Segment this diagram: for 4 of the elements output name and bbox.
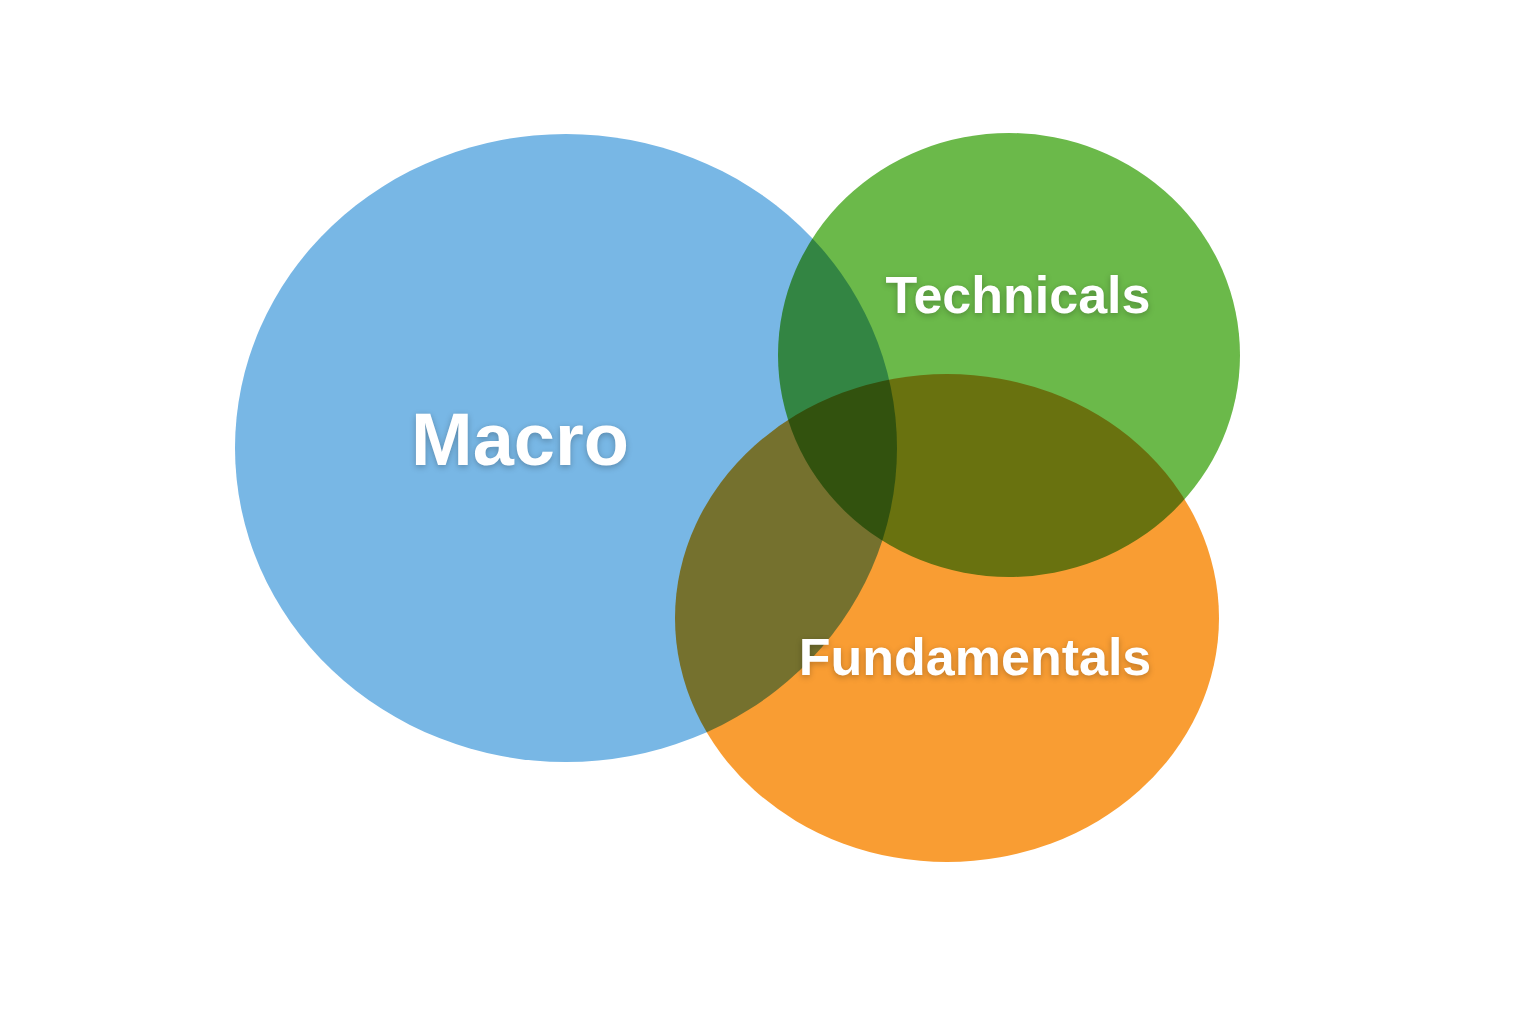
circle-label: Fundamentals: [798, 631, 1152, 683]
circle-label: Technicals: [885, 269, 1151, 321]
venn-circle: [675, 374, 1219, 862]
circle-label: Macro: [411, 403, 629, 477]
